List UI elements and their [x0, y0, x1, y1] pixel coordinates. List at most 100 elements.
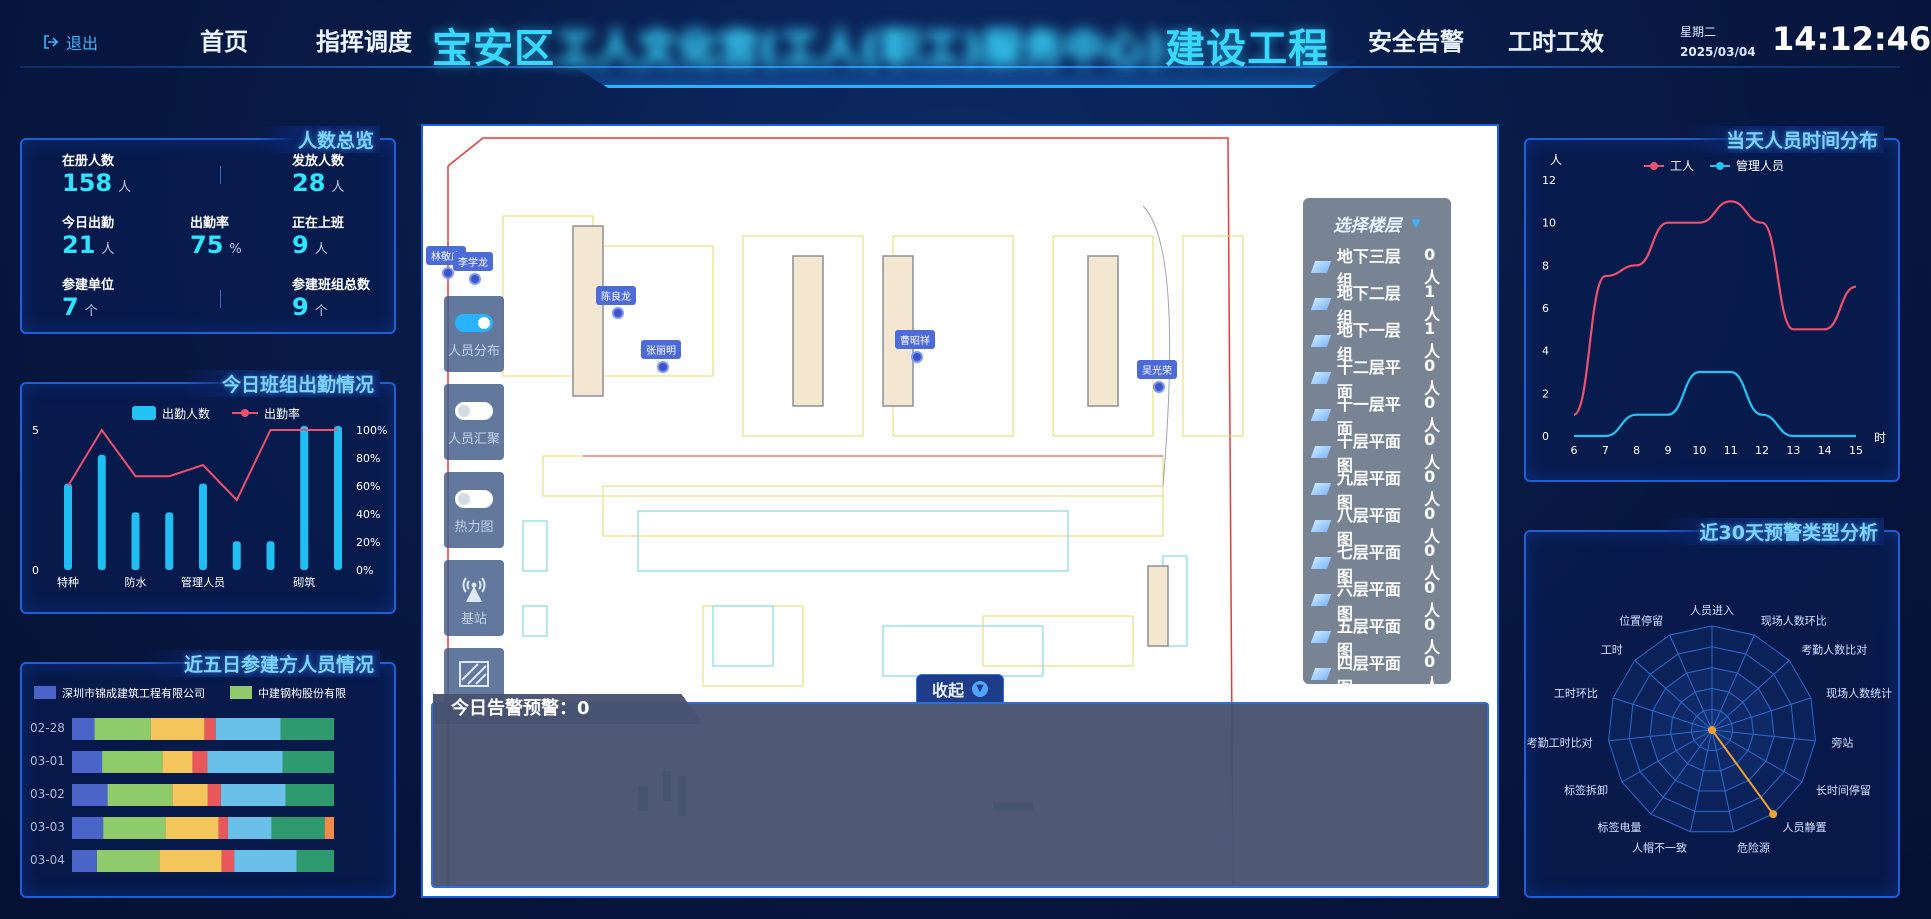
x-tick: 砌筑	[293, 575, 315, 589]
radar-indicator: 人员静置	[1783, 820, 1827, 834]
clock: 14:12:46	[1772, 20, 1931, 58]
tool-label: 人员分布	[447, 344, 500, 359]
stack-segment	[96, 850, 160, 872]
stat-label: 今日出勤	[62, 216, 115, 231]
stack-segment	[204, 718, 216, 740]
radar-indicator: 标签电量	[1597, 820, 1641, 834]
map-person-pin[interactable]: 吴光荣	[1137, 360, 1177, 393]
floor-name: 十二层平面	[1336, 357, 1401, 401]
legend-swatch	[132, 406, 156, 420]
legend-label: 中建钢构股份有限	[258, 686, 346, 700]
toggle-switch[interactable]	[455, 490, 493, 508]
stack-segment	[207, 751, 283, 773]
stat-label: 在册人数	[62, 154, 115, 169]
radar-spoke	[1650, 729, 1713, 815]
floor-icon	[1310, 556, 1332, 569]
floor-selector-header[interactable]: 选择楼层 ▼	[1303, 198, 1451, 248]
floor-icon	[1310, 519, 1332, 532]
radar-indicator: 工时	[1601, 644, 1623, 657]
y-tick: 10	[1542, 217, 1556, 230]
alarm-title-label: 今日告警预警：	[451, 698, 577, 719]
stat-unit: %	[229, 242, 242, 257]
floor-name: 十一层平面	[1336, 394, 1401, 438]
stat-label: 参建单位	[62, 278, 115, 293]
tool-person-gathering[interactable]: 人员汇聚	[444, 384, 504, 460]
weekday: 星期二	[1680, 25, 1717, 39]
toggle-switch[interactable]	[455, 314, 493, 332]
panel-title: 今日班组出勤情况	[181, 370, 380, 397]
panel-title: 当天人员时间分布	[1685, 126, 1884, 153]
tool-label: 基站	[460, 612, 487, 627]
map-person-pin[interactable]: 曹昭祥	[895, 330, 935, 363]
tool-base-station[interactable]: 基站	[444, 560, 504, 636]
floor-name: 地下二层组	[1336, 283, 1401, 327]
radar-ring	[1670, 687, 1754, 772]
y-axis-label: 人	[1550, 153, 1562, 167]
toggle-switch[interactable]	[455, 402, 493, 420]
stat-label: 发放人数	[292, 154, 345, 169]
stat-unit: 人	[101, 242, 115, 257]
floor-icon	[1310, 445, 1332, 458]
radar-indicator: 标签拆卸	[1564, 783, 1608, 797]
tool-label: 热力图	[454, 520, 494, 535]
nav-work-efficiency[interactable]: 工时工效	[1508, 28, 1604, 56]
stack-segment	[282, 751, 334, 773]
y-right-tick: 80%	[356, 452, 380, 465]
collapse-button[interactable]: 收起 ▼	[916, 674, 1004, 704]
stack-segment	[72, 751, 103, 773]
radar-spoke	[1711, 634, 1755, 731]
legend-label: 深圳市锦成建筑工程有限公司	[62, 686, 205, 700]
stat-unit: 人	[314, 242, 328, 257]
stack-segment	[192, 751, 208, 773]
map-person-pin[interactable]: 张丽明	[641, 340, 681, 373]
stat-value: 9	[292, 293, 309, 321]
chevron-down-icon: ▼	[972, 681, 988, 697]
nav-dispatch[interactable]: 指挥调度	[316, 28, 412, 56]
units-5days-chart: 深圳市锦成建筑工程有限公司中建钢构股份有限02-2803-0103-0203-0…	[30, 686, 346, 872]
legend-label: 出勤率	[264, 406, 300, 421]
map-person-pin[interactable]: 李学龙	[453, 252, 493, 285]
tool-heatmap[interactable]: 热力图	[444, 472, 504, 548]
floor-icon	[1310, 334, 1332, 347]
header-line	[20, 66, 1900, 68]
alarm-tab	[433, 694, 703, 724]
floor-count: 0人	[1424, 504, 1441, 546]
map-person-pin[interactable]: 陈良龙	[596, 286, 636, 319]
radar-spoke	[1634, 660, 1713, 731]
stack-segment	[215, 718, 281, 740]
caret-down-icon: ▼	[1411, 216, 1421, 230]
tool-person-distribution[interactable]: 人员分布	[444, 296, 504, 372]
stack-segment	[280, 718, 334, 740]
stat-attendance-rate: 出勤率 75%	[190, 212, 242, 259]
stat-label: 参建班组总数	[292, 278, 371, 293]
nav-safety-alarm[interactable]: 安全告警	[1368, 28, 1464, 56]
floor-icon	[1310, 408, 1332, 421]
stack-segment	[162, 751, 193, 773]
floor-icon	[1310, 482, 1332, 495]
floor-name: 地下三层组	[1336, 246, 1401, 290]
legend-marker	[1716, 162, 1724, 170]
radar-center	[1708, 726, 1716, 734]
nav-home[interactable]: 首页	[200, 28, 248, 56]
logout-button[interactable]: 退出	[42, 30, 98, 54]
warning-types-panel: 近30天预警类型分析 人员进入现场人数环比考勤人数比对现场人数统计旁站长时间停留…	[1524, 518, 1900, 898]
area-icon	[459, 661, 489, 687]
bar	[64, 483, 72, 570]
x-tick: 8	[1633, 444, 1640, 457]
y-right-tick: 0%	[356, 564, 373, 577]
